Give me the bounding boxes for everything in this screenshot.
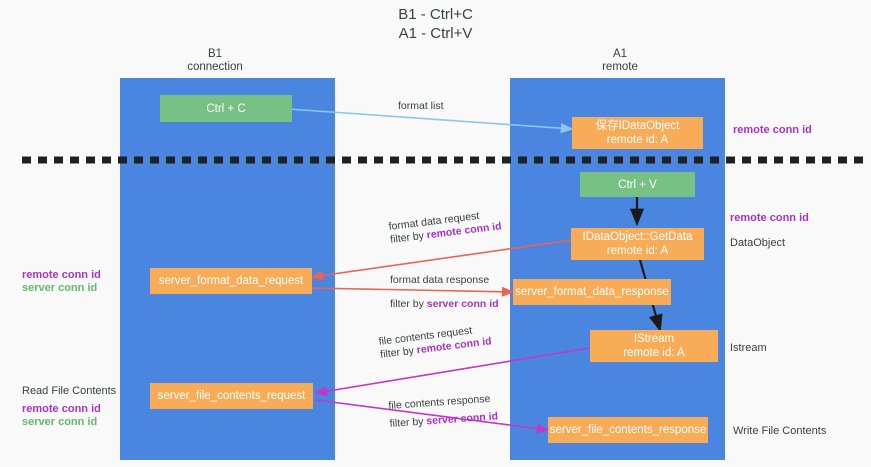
lane-header-a1: A1 remote (602, 48, 638, 73)
edge-label-format-data-response: format data response filter by server co… (390, 274, 499, 310)
edge-label-file-contents-request: file contents request filter by remote c… (378, 322, 492, 361)
annotation-read-file-contents: Read File Contents (22, 385, 117, 397)
annotation-left-server-conn-id-2: server conn id (22, 416, 98, 428)
box-idataobject-getdata[interactable]: IDataObject::GetData remote id: A (571, 228, 704, 260)
edge-label-file-contents-response: file contents response filter by server … (388, 392, 499, 430)
edge-label-format-list-text: format list (398, 100, 444, 112)
annotation-left-server-conn-id: server conn id (22, 282, 98, 294)
annotation-remote-conn-id-top: remote conn id (733, 124, 812, 136)
box-idataobject[interactable]: 保存IDataObject remote id: A (572, 117, 703, 149)
edge-filter-server-conn-id-2: server conn id (425, 410, 499, 428)
box-server-file-contents-response[interactable]: server_file_contents_response (548, 417, 708, 443)
page-title: B1 - Ctrl+C A1 - Ctrl+V (398, 6, 473, 42)
lane-header-b1: B1 connection (187, 48, 243, 73)
annotation-left-remote-conn-id: remote conn id (22, 269, 101, 281)
annotation-istream: Istream (730, 342, 767, 354)
edge-filter-server-conn-id-1: server conn id (426, 298, 499, 310)
edge-filter-prefix-2: filter by (390, 298, 427, 310)
edge-filter-prefix-4: filter by (389, 415, 427, 430)
edge-label-format-list: format list (398, 100, 444, 112)
annotation-left-remote-conn-id-2: remote conn id (22, 403, 101, 415)
edge-text-file-contents-response: file contents response (388, 392, 491, 412)
box-server-file-contents-request[interactable]: server_file_contents_request (150, 383, 313, 409)
edge-label-format-data-request: format data request filter by remote con… (388, 207, 502, 246)
annotation-write-file-contents: Write File Contents (733, 425, 827, 437)
annotation-dataobject: DataObject (730, 237, 786, 249)
box-istream[interactable]: IStream remote id: A (590, 330, 718, 362)
box-ctrl-c[interactable]: Ctrl + C (160, 95, 292, 122)
box-server-format-data-response[interactable]: server_format_data_response (513, 279, 671, 305)
edge-text-format-data-response: format data response (390, 274, 490, 286)
annotation-remote-conn-id-mid: remote conn id (730, 212, 809, 224)
box-ctrl-v[interactable]: Ctrl + V (580, 172, 695, 197)
box-server-format-data-request[interactable]: server_format_data_request (150, 268, 312, 294)
